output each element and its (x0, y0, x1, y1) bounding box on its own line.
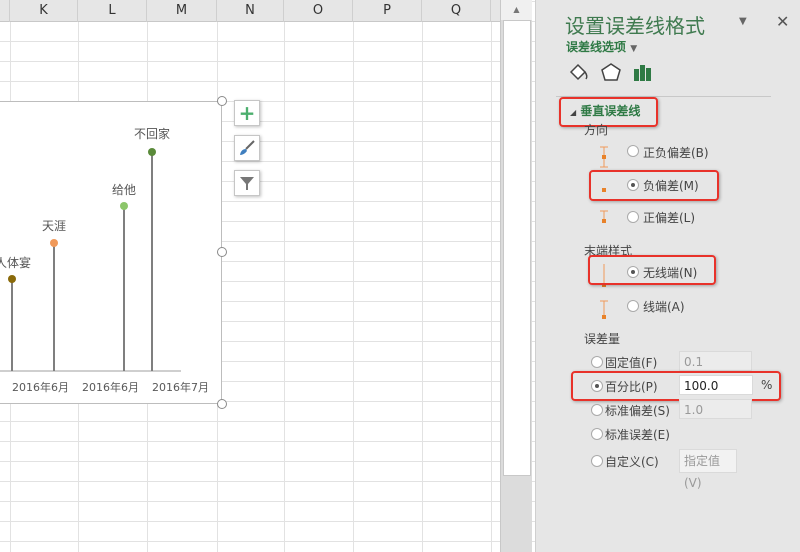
specify-value-button[interactable]: 指定值(V) (679, 449, 737, 490)
option-cap[interactable]: 线端(A) (643, 300, 685, 314)
divider (556, 96, 771, 97)
error-amount-heading: 误差量 (584, 332, 621, 346)
section-label: 垂直误差线 (580, 104, 641, 118)
data-point (120, 202, 128, 210)
highlight-box (588, 255, 716, 285)
effects-pentagon-icon[interactable] (600, 62, 622, 82)
chart-styles-button[interactable] (234, 135, 260, 161)
close-icon[interactable]: ✕ (776, 12, 790, 31)
column-header-p[interactable]: P (353, 0, 422, 22)
error-bar-options-icon[interactable] (632, 62, 654, 82)
percentage-input[interactable]: 100.0 (679, 375, 753, 395)
plus-direction-icon (600, 210, 608, 223)
resize-handle[interactable] (217, 96, 227, 106)
option-stderr[interactable]: 标准误差(E) (605, 428, 670, 442)
chart-plot (0, 148, 181, 372)
pane-title: 设置误差线格式 (565, 14, 705, 38)
no-cap-icon (602, 264, 606, 287)
column-header-o[interactable]: O (284, 0, 353, 22)
direction-heading: 方向 (584, 123, 609, 137)
data-point (8, 275, 16, 283)
radio-cap[interactable] (627, 300, 639, 312)
highlight-box (571, 371, 781, 401)
option-percentage[interactable]: 百分比(P) (605, 380, 658, 394)
plus-icon: + (238, 101, 256, 125)
option-stddev[interactable]: 标准偏差(S) (605, 404, 670, 418)
format-error-bars-pane: 设置误差线格式 ▼ ✕ 误差线选项 ▼ ◢ 垂直误差线 方向 正负偏差(B) 负… (535, 0, 800, 552)
both-direction-icon (600, 146, 608, 168)
data-point (148, 148, 156, 156)
vertical-error-bars-section-header[interactable]: ◢ 垂直误差线 (570, 102, 640, 119)
spreadsheet-grid[interactable]: K L M N O P Q ▲ (0, 0, 535, 552)
column-header-l[interactable]: L (78, 0, 147, 22)
fixed-value-input[interactable]: 0.1 (679, 351, 752, 371)
option-no-cap[interactable]: 无线端(N) (643, 266, 698, 280)
brush-icon (240, 140, 255, 155)
radio-stddev[interactable] (591, 404, 603, 416)
pane-options-dropdown-icon[interactable]: ▼ (739, 16, 747, 27)
column-header-partial[interactable] (0, 0, 10, 22)
radio-percentage[interactable] (591, 380, 603, 392)
column-header-n[interactable]: N (217, 0, 284, 22)
end-style-heading: 末端样式 (584, 244, 633, 258)
option-both[interactable]: 正负偏差(B) (643, 146, 709, 160)
stddev-input[interactable]: 1.0 (679, 399, 752, 419)
chevron-down-icon: ▼ (630, 44, 638, 54)
scrollbar-thumb[interactable] (503, 20, 531, 476)
scroll-up-arrow-icon[interactable]: ▲ (501, 0, 532, 20)
column-header-q[interactable]: Q (422, 0, 491, 22)
radio-minus[interactable] (627, 179, 639, 191)
collapse-triangle-icon: ◢ (570, 108, 577, 117)
option-fixed[interactable]: 固定值(F) (605, 356, 658, 370)
percent-unit: % (761, 378, 773, 392)
radio-custom[interactable] (591, 455, 603, 467)
column-header-m[interactable]: M (147, 0, 217, 22)
chart-filters-button[interactable] (234, 170, 260, 196)
radio-both[interactable] (627, 145, 639, 157)
filter-icon (240, 177, 254, 190)
chart-area[interactable]: 人体宴 天涯 给他 不回家 2016年6月 2016年6月 2016年7月 (0, 101, 222, 404)
data-point (50, 239, 58, 247)
axis-label: 2016年6月 (12, 381, 69, 394)
point-label: 人体宴 (0, 256, 31, 270)
radio-plus[interactable] (627, 211, 639, 223)
radio-no-cap[interactable] (627, 266, 639, 278)
column-header-row: K L M N O P Q (0, 0, 500, 22)
axis-label: 2016年6月 (82, 381, 139, 394)
chart-elements-button[interactable]: + (234, 100, 260, 126)
cap-icon (600, 300, 608, 319)
option-plus[interactable]: 正偏差(L) (643, 211, 696, 225)
options-label: 误差线选项 (566, 40, 627, 54)
point-label: 天涯 (42, 219, 67, 233)
radio-fixed[interactable] (591, 356, 603, 368)
option-custom[interactable]: 自定义(C) (605, 455, 659, 469)
resize-handle[interactable] (217, 247, 227, 257)
point-label: 不回家 (134, 127, 171, 141)
resize-handle[interactable] (217, 399, 227, 409)
point-label: 给他 (112, 183, 137, 197)
highlight-box (559, 97, 658, 127)
vertical-scrollbar[interactable]: ▲ (500, 0, 532, 552)
radio-stderr[interactable] (591, 428, 603, 440)
minus-direction-icon (602, 188, 606, 192)
fill-line-icon[interactable] (568, 62, 590, 82)
highlight-box (589, 170, 719, 201)
column-header-k[interactable]: K (10, 0, 78, 22)
error-bar-options-dropdown[interactable]: 误差线选项 ▼ (566, 38, 637, 55)
option-minus[interactable]: 负偏差(M) (643, 179, 699, 193)
axis-label: 2016年7月 (152, 381, 209, 394)
